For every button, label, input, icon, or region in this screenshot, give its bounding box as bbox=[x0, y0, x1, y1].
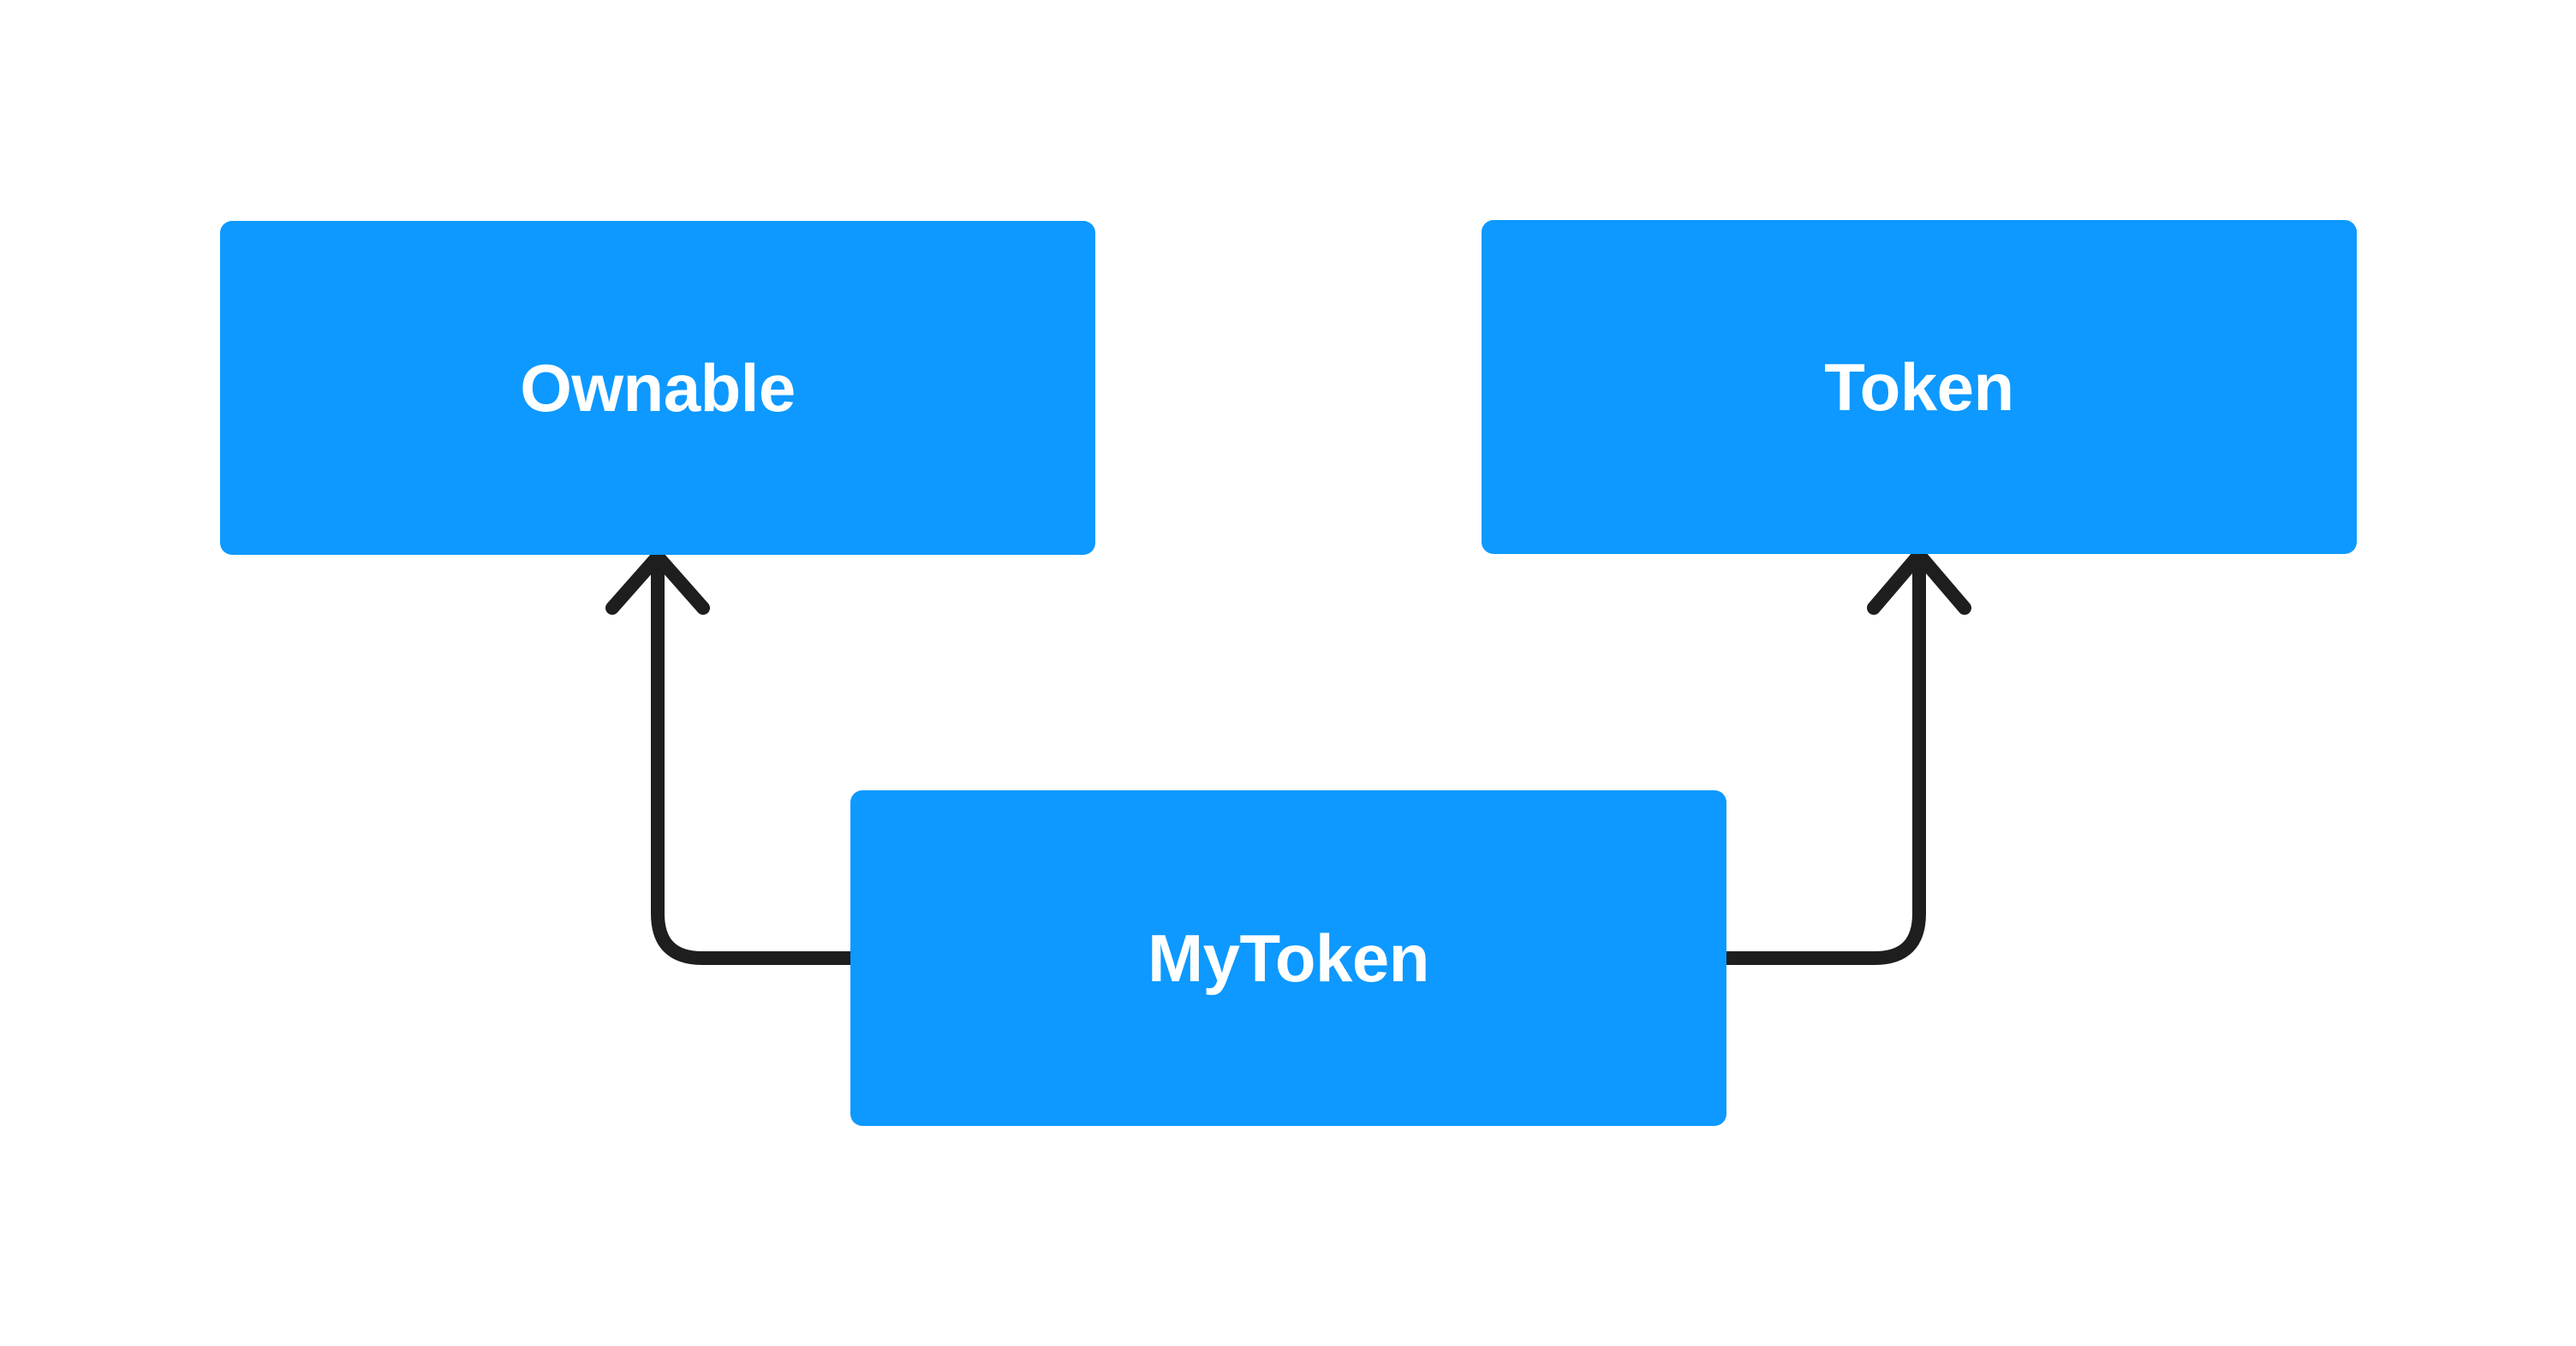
edge-mytoken-to-token bbox=[1720, 548, 1971, 965]
node-mytoken-label: MyToken bbox=[1148, 920, 1429, 996]
edge-mytoken-to-token-line bbox=[1720, 558, 1926, 965]
node-token-label: Token bbox=[1824, 349, 2014, 425]
arrowhead-up-icon bbox=[1867, 548, 1971, 615]
node-mytoken: MyToken bbox=[850, 790, 1726, 1126]
node-ownable: Ownable bbox=[220, 221, 1095, 555]
edge-mytoken-to-ownable-line bbox=[651, 558, 857, 965]
arrowhead-up-icon bbox=[605, 550, 710, 615]
node-ownable-label: Ownable bbox=[520, 350, 796, 426]
edge-mytoken-to-ownable bbox=[605, 550, 857, 965]
node-token: Token bbox=[1482, 220, 2357, 554]
